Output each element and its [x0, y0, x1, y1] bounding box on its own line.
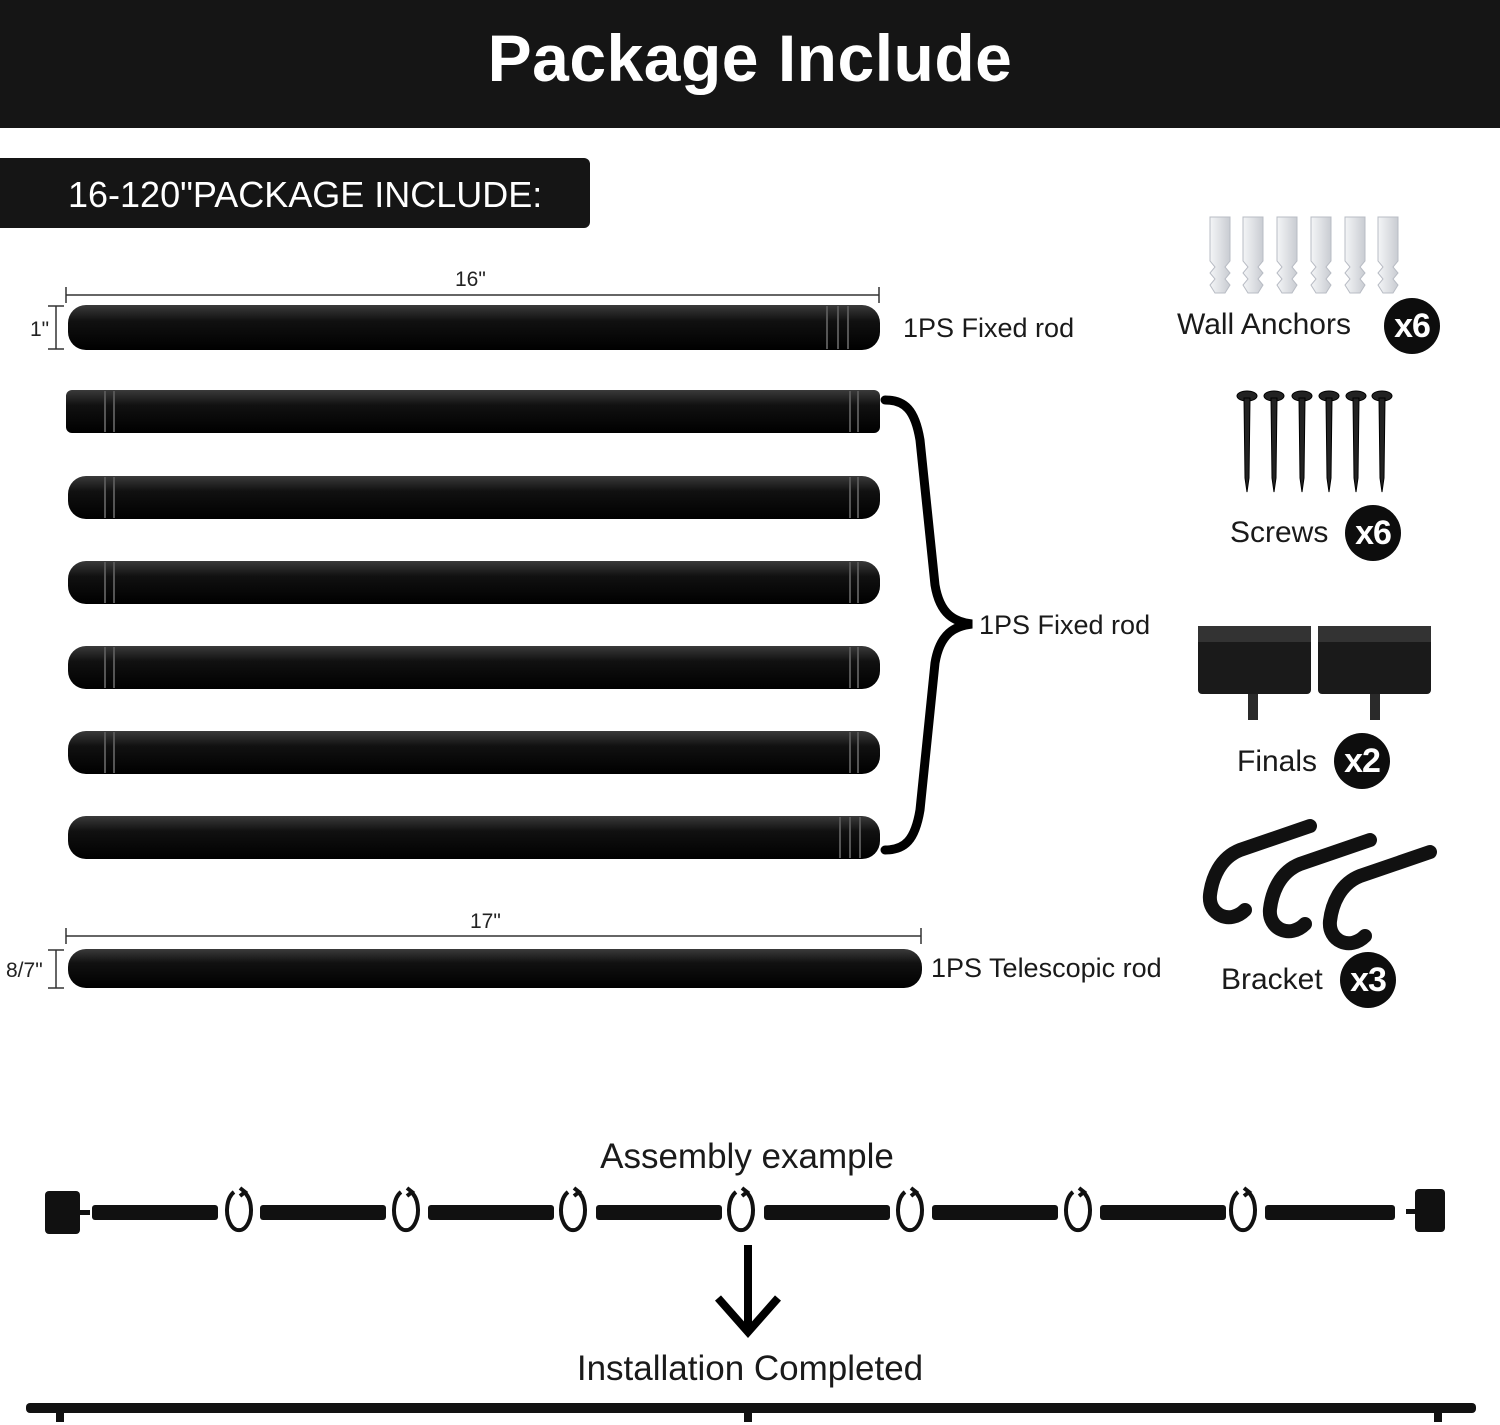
screw-icon — [1236, 390, 1393, 493]
installed-rod — [26, 1403, 1476, 1422]
telescopic-rod-length-line — [65, 928, 922, 944]
top-rod-diameter-line — [48, 305, 64, 350]
telescopic-rod-label: 1PS Telescopic rod — [931, 953, 1162, 983]
fixed-rod-4 — [68, 646, 880, 689]
wall-anchors-label: Wall Anchors — [1177, 308, 1351, 341]
assembly-diagram — [45, 1186, 1445, 1234]
telescopic-rod-diameter: 8/7" — [6, 959, 43, 982]
top-rod-label: 1PS Fixed rod — [903, 313, 1075, 343]
finals-qty-badge: x2 — [1334, 733, 1390, 789]
package-subheader-label: 16-120"PACKAGE INCLUDE: — [68, 174, 543, 215]
screws-label: Screws — [1230, 516, 1329, 549]
bracket-icon — [1202, 819, 1437, 951]
top-rod-diameter: 1" — [30, 318, 50, 341]
header-banner — [0, 0, 1500, 128]
telescopic-rod-diameter-line — [48, 949, 64, 989]
wall-anchor-icon — [1209, 216, 1399, 294]
fixed-rod-1 — [66, 390, 880, 433]
bracket-label: Bracket — [1221, 963, 1323, 996]
fixed-rod-top — [68, 305, 880, 350]
telescopic-rod-length: 17" — [470, 910, 501, 933]
assembly-title: Assembly example — [600, 1137, 894, 1176]
fixed-rod-2 — [68, 476, 880, 519]
telescopic-rod — [68, 949, 922, 988]
bracket-qty-badge: x3 — [1340, 952, 1396, 1008]
fixed-rod-3 — [68, 561, 880, 604]
fixed-rod-5 — [68, 731, 880, 774]
page-title: Package Include — [487, 21, 1013, 95]
screws-qty-badge: x6 — [1345, 505, 1401, 561]
top-rod-length-line — [65, 287, 880, 303]
finial-icon — [1198, 626, 1431, 720]
fixed-rod-6 — [68, 816, 880, 859]
installation-completed-label: Installation Completed — [576, 1349, 924, 1388]
fixed-rod-group-label: 1PS Fixed rod — [979, 610, 1151, 640]
group-brace — [880, 395, 973, 855]
top-rod-length: 16" — [455, 268, 486, 291]
finals-label: Finals — [1237, 745, 1318, 778]
package-subheader — [0, 158, 590, 228]
wall-anchors-qty-badge: x6 — [1384, 298, 1440, 354]
arrow-down-icon — [715, 1245, 781, 1339]
